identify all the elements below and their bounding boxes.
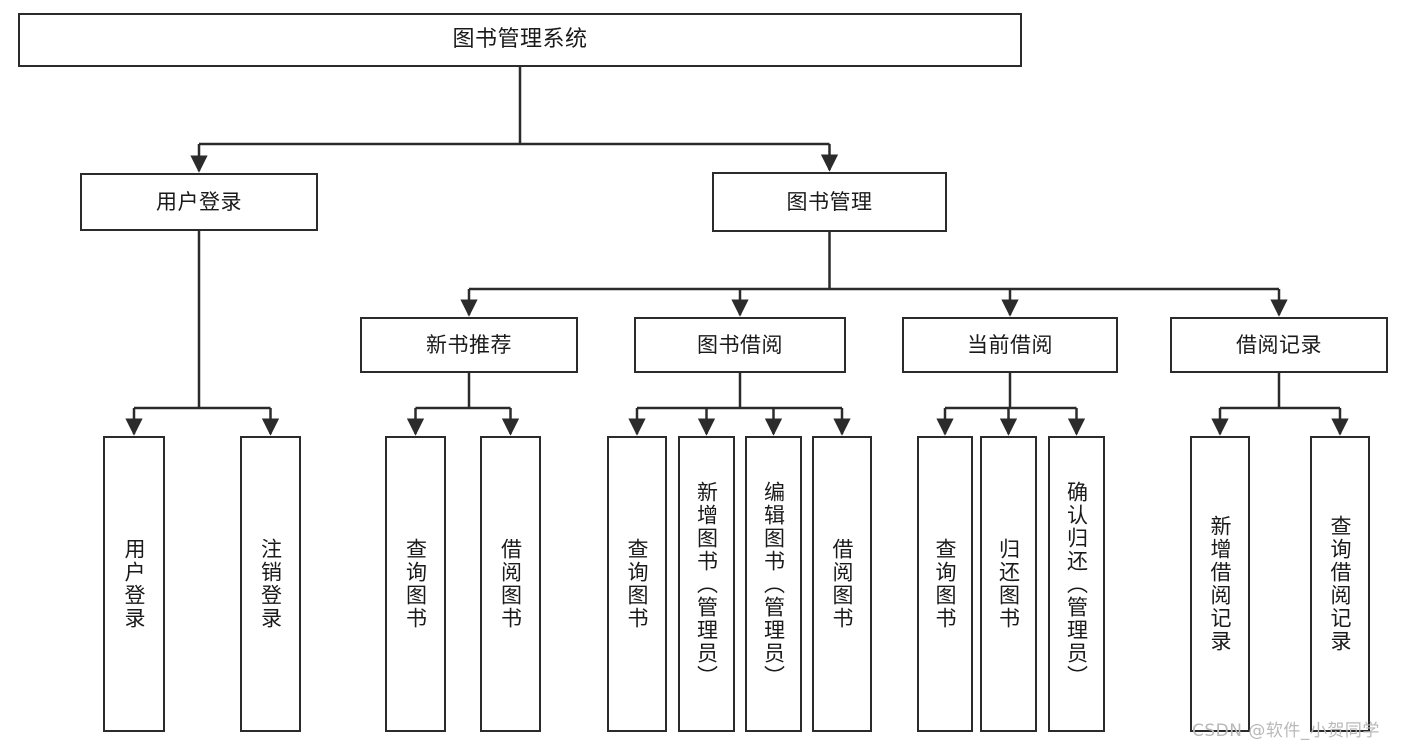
leaf-user-logout[interactable]: 注销登录	[240, 436, 301, 732]
node-borrow-records[interactable]: 借阅记录	[1170, 317, 1388, 373]
leaf-user-logout-label: 注销登录	[258, 538, 283, 630]
leaf-query-book-current-label: 查询图书	[933, 538, 958, 630]
node-new-book-recommend[interactable]: 新书推荐	[360, 317, 578, 373]
leaf-query-book-current[interactable]: 查询图书	[917, 436, 973, 732]
node-current-borrow[interactable]: 当前借阅	[902, 317, 1118, 373]
csdn-watermark: CSDN @软件_小贺同学	[1192, 721, 1380, 741]
leaf-edit-book-admin[interactable]: 编辑图书（管理员）	[745, 436, 802, 732]
node-root[interactable]: 图书管理系统	[18, 13, 1022, 67]
leaf-add-borrow-record-label: 新增借阅记录	[1208, 515, 1233, 653]
node-book-borrow[interactable]: 图书借阅	[634, 317, 846, 373]
node-book-management[interactable]: 图书管理	[712, 172, 947, 232]
leaf-query-borrow-record-label: 查询借阅记录	[1328, 515, 1353, 653]
leaf-add-borrow-record[interactable]: 新增借阅记录	[1190, 436, 1250, 732]
node-borrow-records-label: 借阅记录	[1236, 332, 1322, 357]
leaf-add-book-admin[interactable]: 新增图书（管理员）	[678, 436, 735, 732]
leaf-query-book-recommend-label: 查询图书	[403, 538, 428, 630]
node-user-login-label: 用户登录	[156, 189, 242, 214]
node-new-book-recommend-label: 新书推荐	[426, 332, 512, 357]
node-book-borrow-label: 图书借阅	[697, 332, 783, 357]
leaf-query-borrow-record[interactable]: 查询借阅记录	[1310, 436, 1370, 732]
node-current-borrow-label: 当前借阅	[967, 332, 1053, 357]
leaf-borrow-book[interactable]: 借阅图书	[812, 436, 872, 732]
leaf-confirm-return-admin[interactable]: 确认归还（管理员）	[1048, 436, 1105, 732]
leaf-return-book[interactable]: 归还图书	[980, 436, 1037, 732]
leaf-user-login[interactable]: 用户登录	[103, 436, 165, 732]
leaf-borrow-book-label: 借阅图书	[830, 538, 855, 630]
leaf-edit-book-admin-label: 编辑图书（管理员）	[761, 480, 786, 688]
leaf-add-book-admin-label: 新增图书（管理员）	[694, 480, 719, 688]
leaf-confirm-return-admin-label: 确认归还（管理员）	[1064, 480, 1089, 688]
leaf-return-book-label: 归还图书	[996, 538, 1021, 630]
node-user-login[interactable]: 用户登录	[80, 173, 318, 231]
node-root-label: 图书管理系统	[452, 27, 588, 53]
leaf-query-book-label: 查询图书	[625, 538, 650, 630]
leaf-user-login-label: 用户登录	[122, 538, 147, 630]
leaf-query-book[interactable]: 查询图书	[607, 436, 667, 732]
leaf-query-book-recommend[interactable]: 查询图书	[385, 436, 446, 732]
leaf-borrow-book-recommend[interactable]: 借阅图书	[480, 436, 541, 732]
node-book-management-label: 图书管理	[786, 189, 873, 214]
leaf-borrow-book-recommend-label: 借阅图书	[498, 538, 523, 630]
